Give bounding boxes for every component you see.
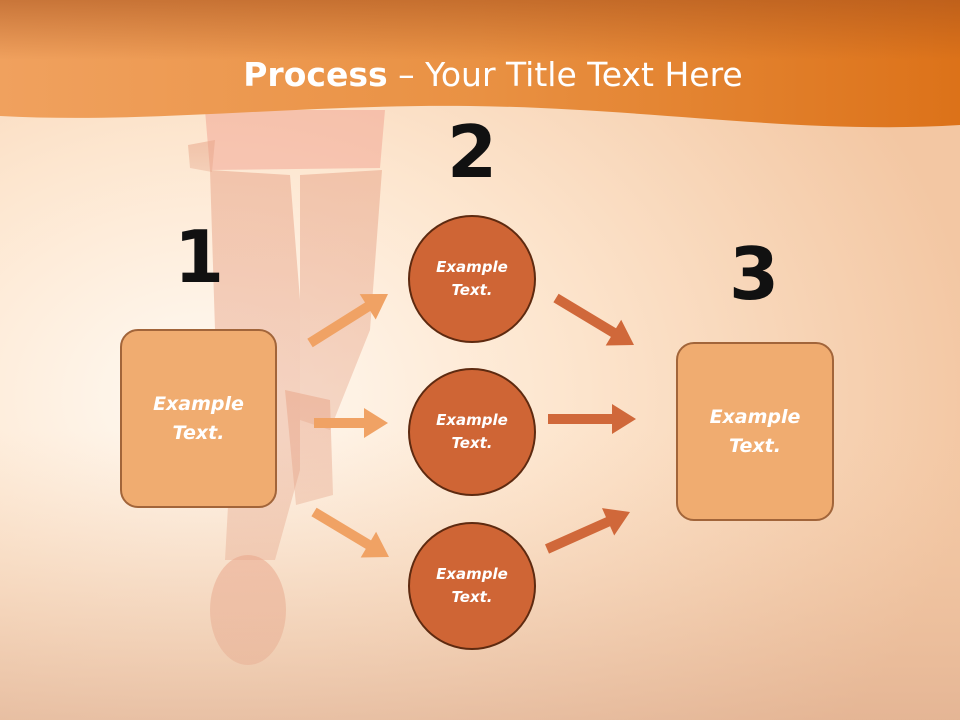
step-number-3: 3 bbox=[728, 232, 780, 316]
step-2-circle-bottom: Example Text. bbox=[408, 522, 536, 650]
step-2-circle-bottom-text: Example Text. bbox=[436, 565, 508, 606]
step-2-circle-middle: Example Text. bbox=[408, 368, 536, 496]
step-2-circle-top-text: Example Text. bbox=[436, 258, 508, 299]
step-number-1: 1 bbox=[173, 215, 225, 299]
title-rest: – Your Title Text Here bbox=[387, 55, 743, 94]
step-1-text: Example Text. bbox=[153, 392, 244, 444]
step-3-text: Example Text. bbox=[709, 405, 801, 457]
step-number-2: 2 bbox=[446, 110, 498, 194]
page-title: Process – Your Title Text Here bbox=[0, 52, 960, 98]
step-3-box: Example Text. bbox=[676, 342, 834, 521]
step-2-circle-top: Example Text. bbox=[408, 215, 536, 343]
step-1-box: Example Text. bbox=[120, 329, 277, 508]
title-bold: Process bbox=[243, 55, 388, 94]
step-2-circle-middle-text: Example Text. bbox=[436, 411, 508, 452]
